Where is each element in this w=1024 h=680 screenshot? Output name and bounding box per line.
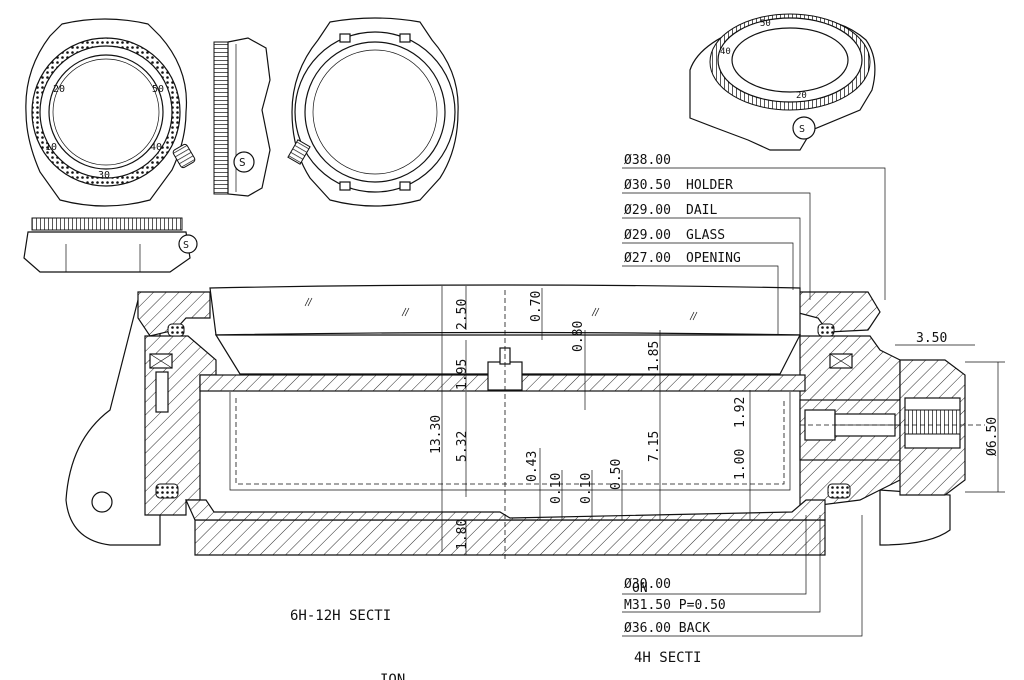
callout-dail: DAIL — [686, 203, 717, 218]
dim-0-50: 0.50 — [609, 459, 624, 490]
callout-thread: M31.50 P=0.50 — [624, 598, 726, 613]
dim-13-30: 13.30 — [429, 415, 444, 454]
svg-text:50: 50 — [760, 19, 771, 29]
callout-leaders — [622, 167, 886, 637]
svg-text:10: 10 — [45, 142, 57, 153]
caption-4h-section: 4H SECTI — [634, 650, 701, 666]
callout-dia-30: Ø30.00 — [624, 577, 671, 592]
callout-dia-29-glass: Ø29.00 — [624, 228, 671, 243]
dim-0-10-a: 0.10 — [549, 473, 564, 504]
callout-dia-30-50: Ø30.50 — [624, 178, 671, 193]
dimension-labels: 2.50 0.70 0.80 1.95 1.85 13.30 5.32 7.15… — [429, 291, 1000, 550]
dim-1-00: 1.00 — [733, 449, 748, 480]
case-isometric-view: S 50 40 20 — [689, 13, 876, 151]
dim-crown-diameter: Ø6.50 — [985, 417, 1000, 456]
callout-back: Ø36.00 BACK — [624, 621, 710, 636]
callout-dia-27: Ø27.00 — [624, 251, 671, 266]
callout-holder: HOLDER — [686, 178, 733, 193]
callout-dia-38: Ø38.00 — [624, 153, 671, 168]
svg-text:20: 20 — [53, 84, 65, 95]
dim-7-15: 7.15 — [647, 431, 662, 462]
dim-0-70: 0.70 — [529, 291, 544, 322]
svg-text:50: 50 — [152, 84, 164, 95]
callout-glass: GLASS — [686, 228, 725, 243]
dim-1-92: 1.92 — [733, 397, 748, 428]
dim-0-10-b: 0.10 — [579, 473, 594, 504]
dim-1-95: 1.95 — [455, 359, 470, 390]
svg-text:30: 30 — [98, 170, 110, 181]
dimension-lines — [441, 286, 1005, 555]
case-back-view — [287, 17, 459, 207]
case-side-view: S — [213, 37, 271, 197]
case-cross-section — [65, 284, 985, 560]
caption-section-fragment: ION — [380, 672, 405, 680]
svg-text:S: S — [799, 124, 805, 135]
caption-6h-12h-section: 6H-12H SECTI — [290, 608, 391, 624]
dim-crown-length: 3.50 — [916, 331, 947, 346]
dim-1-80: 1.80 — [455, 519, 470, 550]
callout-opening: OPENING — [686, 251, 741, 266]
dim-5-32: 5.32 — [455, 431, 470, 462]
case-profile-view: S — [23, 217, 198, 273]
dim-2-50: 2.50 — [455, 299, 470, 330]
svg-text:S: S — [183, 240, 189, 251]
dim-0-43: 0.43 — [525, 451, 540, 482]
dim-0-80: 0.80 — [571, 321, 586, 352]
svg-text:40: 40 — [150, 142, 162, 153]
callout-labels: Ø38.00 Ø30.50 HOLDER Ø29.00 DAIL Ø29.00 … — [624, 153, 741, 636]
stray-on-label: ON — [632, 581, 648, 596]
dim-1-85: 1.85 — [647, 341, 662, 372]
svg-text:S: S — [239, 156, 246, 169]
callout-dia-29-dail: Ø29.00 — [624, 203, 671, 218]
case-front-view: 20 10 30 40 50 — [25, 18, 196, 207]
svg-text:40: 40 — [720, 47, 731, 57]
svg-text:20: 20 — [796, 91, 807, 101]
captions: 6H-12H SECTI 4H SECTI ION ON — [290, 581, 701, 680]
